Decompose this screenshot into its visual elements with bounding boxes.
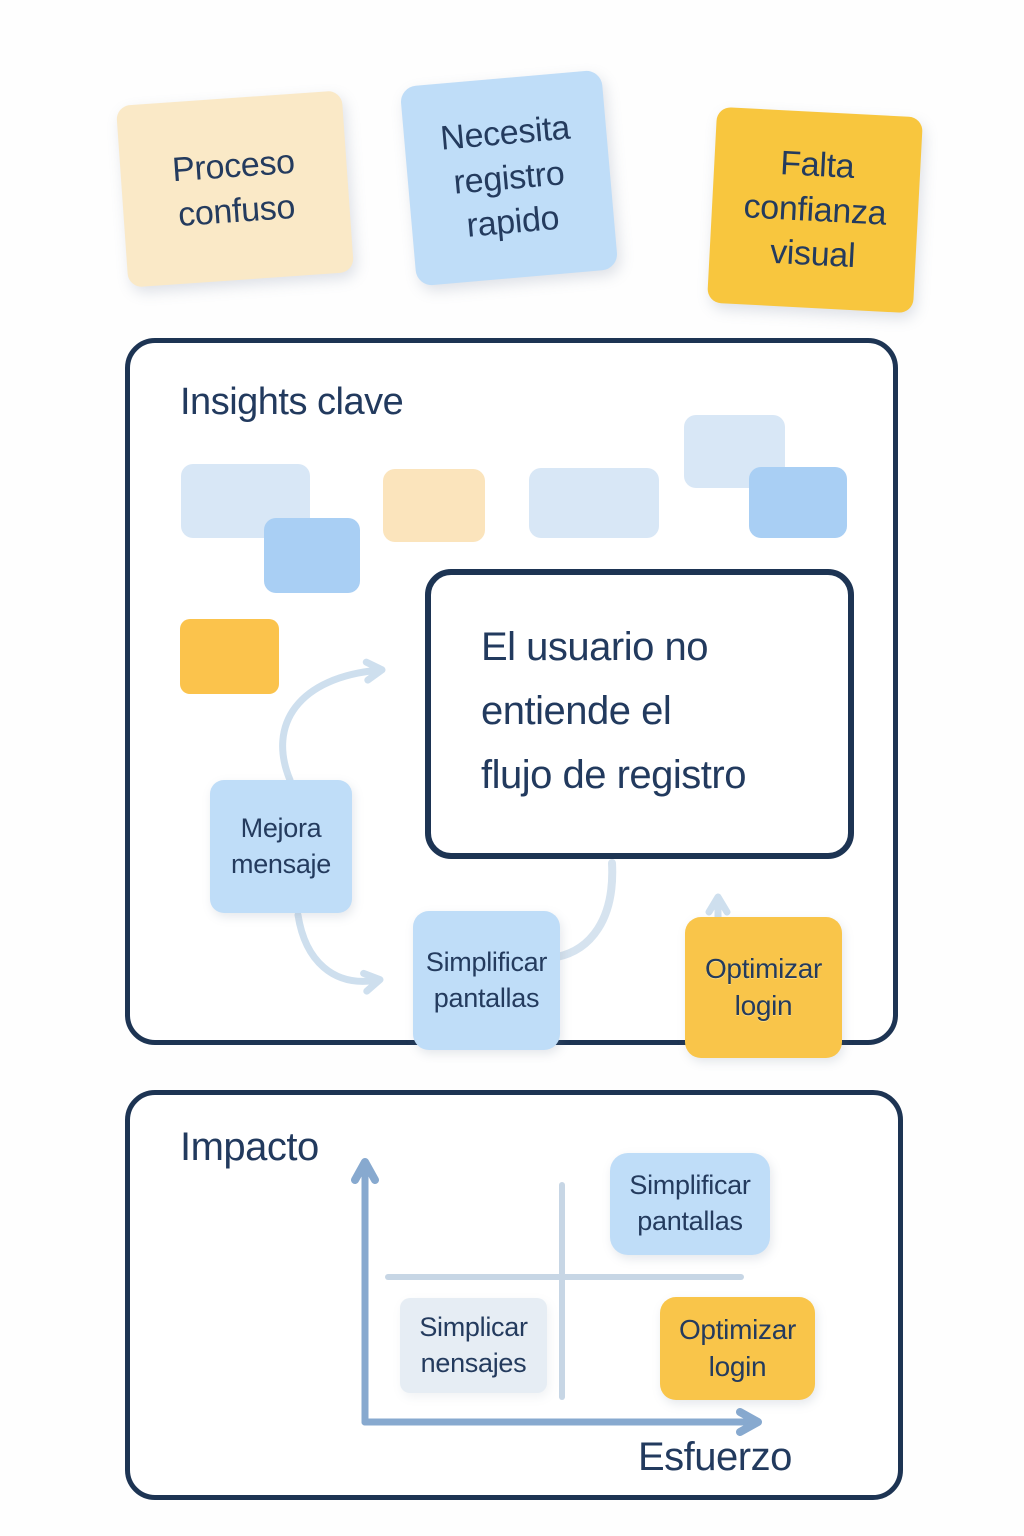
sticky-label: Proceso confuso xyxy=(170,142,297,234)
sticky-note-mejora-mensaje[interactable]: Mejora mensaje xyxy=(210,780,352,913)
sticky-label: Simplificar pantallas xyxy=(629,1170,751,1236)
card-shape[interactable] xyxy=(749,467,847,538)
x-axis-label: Esfuerzo xyxy=(638,1435,792,1479)
sticky-label: Optimizar login xyxy=(704,952,823,1021)
y-axis-label: Impacto xyxy=(180,1125,319,1169)
insights-title: Insights clave xyxy=(180,381,404,423)
card-shape[interactable] xyxy=(264,518,360,593)
matrix-sticky-simplificar-pantallas[interactable]: Simplificar pantallas xyxy=(610,1153,770,1255)
sticky-note-simplificar-pantallas[interactable]: Simplificar pantallas xyxy=(413,911,560,1050)
matrix-sticky-optimizar-login[interactable]: Optimizar login xyxy=(660,1297,815,1400)
card-shape[interactable] xyxy=(529,468,659,538)
curved-arrow-mejora-to-callout-icon xyxy=(279,658,386,784)
sticky-note-necesita-registro[interactable]: Necesita registro rapido xyxy=(399,69,619,287)
sticky-note-optimizar-login[interactable]: Optimizar login xyxy=(685,917,842,1058)
sticky-note-falta-confianza[interactable]: Falta confianza visual xyxy=(707,106,923,314)
curved-arrow-mejora-to-simplificar-icon xyxy=(294,911,384,995)
sticky-label: Optimizar login xyxy=(678,1313,797,1382)
matrix-sticky-simplicar-nensajes[interactable]: Simplicar nensajes xyxy=(400,1298,547,1393)
sticky-label: Simplificar pantallas xyxy=(425,946,548,1013)
impact-effort-frame: Impacto Esfuerzo Simplificar pantallas S… xyxy=(125,1090,903,1500)
key-insight-callout[interactable]: El usuario no entiende el flujo de regis… xyxy=(425,569,854,859)
key-insight-text: El usuario no entiende el flujo de regis… xyxy=(481,625,746,797)
insights-frame: Insights clave El usuario no entiende el… xyxy=(125,338,898,1058)
sticky-label: Mejora mensaje xyxy=(231,812,331,879)
curved-line-callout-to-simplificar-icon xyxy=(553,859,617,961)
sticky-note-proceso-confuso[interactable]: Proceso confuso xyxy=(115,90,355,288)
sticky-label: Simplicar nensajes xyxy=(419,1311,528,1378)
sticky-label: Necesita registro rapido xyxy=(438,108,572,246)
card-shape[interactable] xyxy=(180,619,279,694)
card-shape[interactable] xyxy=(383,469,485,542)
sticky-label: Falta confianza visual xyxy=(742,143,888,276)
